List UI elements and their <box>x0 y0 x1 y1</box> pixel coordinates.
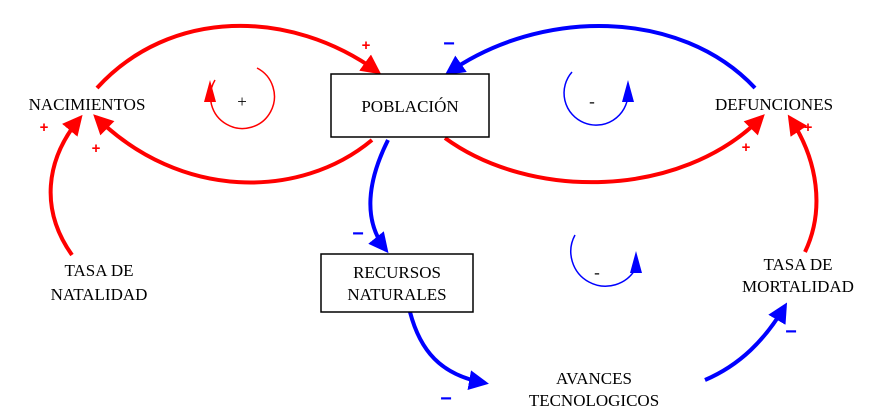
avances-tecnologicos-label-line1: AVANCES <box>556 369 632 388</box>
tasa-mortalidad-label-line2: MORTALIDAD <box>742 277 854 296</box>
poblacion-label: POBLACIÓN <box>361 97 458 116</box>
sign-mortalidad-to-defunciones: + <box>804 119 813 136</box>
poblacion-box <box>330 73 490 138</box>
loop-recursos: - <box>570 234 642 287</box>
defunciones-label: DEFUNCIONES <box>715 95 833 114</box>
loop-mortalidad-sign: - <box>589 92 595 111</box>
loop-mortalidad: - <box>563 71 634 126</box>
recursos-naturales-label-line1: RECURSOS <box>353 263 441 282</box>
recursos-naturales-label-line2: NATURALES <box>347 285 446 304</box>
loop-natalidad-sign: + <box>237 92 247 111</box>
link-recursos-to-avances <box>408 311 489 391</box>
avances-tecnologicos-label-line2: TECNOLOGICOS <box>529 391 659 410</box>
sign-poblacion-to-recursos: − <box>352 223 364 245</box>
sign-natalidad-to-nacimientos: + <box>40 119 49 136</box>
tasa-natalidad-label-line2: NATALIDAD <box>51 285 148 304</box>
sign-avances-to-mortalidad: − <box>785 321 797 343</box>
loop-recursos-sign: - <box>594 263 600 282</box>
loop-natalidad: + <box>204 67 276 130</box>
link-defunciones-to-poblacion <box>444 24 757 90</box>
link-poblacion-to-nacimientos <box>93 114 374 185</box>
link-poblacion-to-defunciones <box>443 114 765 185</box>
sign-recursos-to-avances: − <box>440 388 452 410</box>
recursos-naturales-box <box>320 253 474 313</box>
tasa-natalidad-label-line1: TASA DE <box>64 261 133 280</box>
link-mortalidad-to-defunciones <box>787 114 819 253</box>
sign-poblacion-to-defunciones: + <box>742 139 751 156</box>
sign-nacimientos-to-poblacion: + <box>362 37 371 54</box>
link-poblacion-to-recursos <box>368 139 390 254</box>
nacimientos-label: NACIMIENTOS <box>29 95 146 114</box>
sign-poblacion-to-nacimientos: + <box>92 140 101 157</box>
link-avances-to-mortalidad <box>704 302 788 382</box>
tasa-mortalidad-label-line1: TASA DE <box>763 255 832 274</box>
link-nacimientos-to-poblacion <box>95 23 382 90</box>
sign-defunciones-to-poblacion: − <box>443 33 455 55</box>
link-natalidad-to-nacimientos <box>48 114 83 257</box>
